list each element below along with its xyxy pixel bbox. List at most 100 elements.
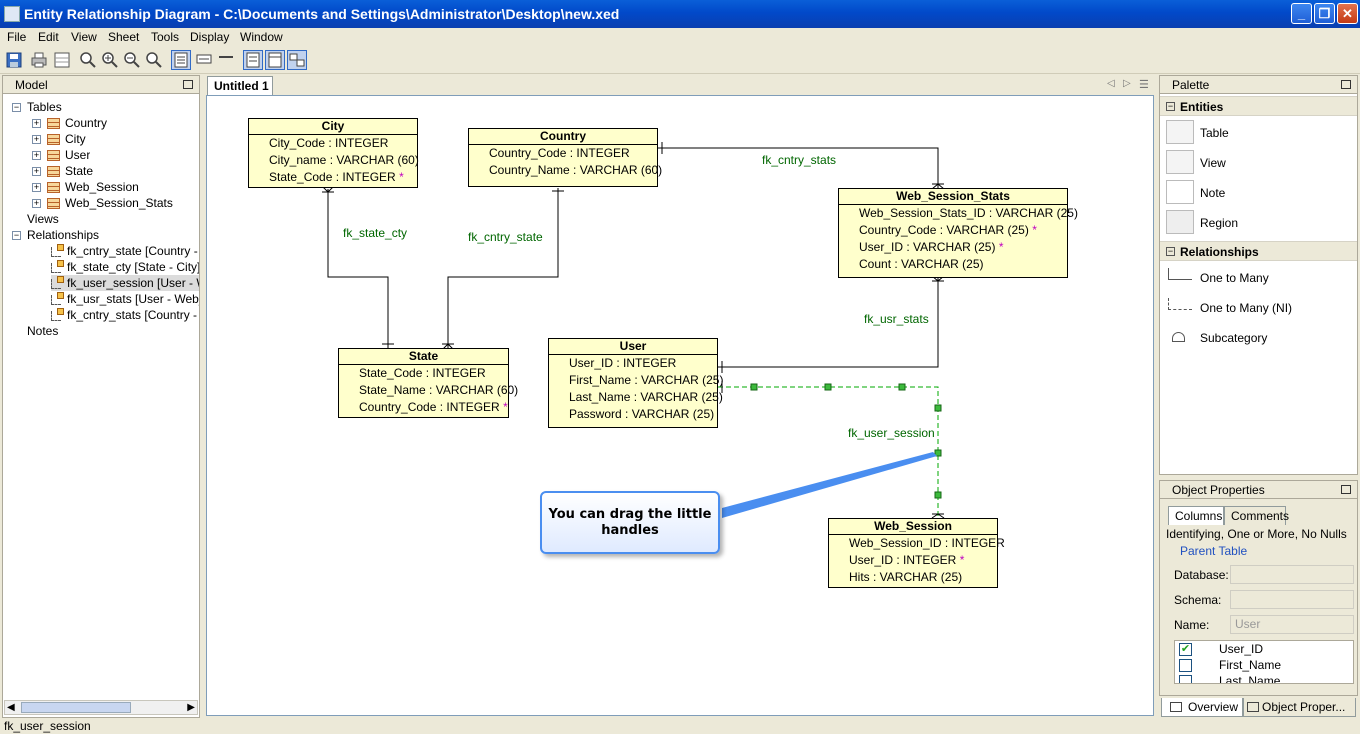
schema-field[interactable] — [1230, 590, 1354, 609]
zoom-actual-icon[interactable] — [144, 50, 164, 70]
restore-panel-icon[interactable] — [183, 80, 193, 89]
label-fk-user-session[interactable]: fk_user_session — [848, 426, 935, 440]
entity-country[interactable]: Country Country_Code : INTEGER Country_N… — [468, 128, 662, 187]
tree-rel-fk-usr-stats[interactable]: fk_usr_stats [User - Web_Se — [51, 291, 199, 307]
tree-notes[interactable]: Notes — [27, 324, 59, 338]
scroll-thumb[interactable] — [21, 702, 131, 713]
tree-table-web-session[interactable]: Web_Session — [47, 179, 139, 195]
palette-item-subcategory[interactable]: Subcategory — [1200, 331, 1268, 345]
menu-edit[interactable]: Edit — [38, 30, 59, 44]
menu-file[interactable]: File — [7, 30, 27, 44]
label-fk-cntry-stats[interactable]: fk_cntry_stats — [762, 153, 837, 167]
diagram-canvas[interactable]: City City_Code : INTEGER City_name : VAR… — [206, 95, 1154, 716]
tree-relationships[interactable]: Relationships — [27, 228, 100, 242]
region-tool-icon — [1166, 210, 1194, 234]
tree-rel-fk-cntry-state[interactable]: fk_cntry_state [Country - St — [51, 243, 199, 259]
restore-panel-icon[interactable] — [1341, 485, 1351, 494]
name-field[interactable]: User — [1230, 615, 1354, 634]
entity-title: Web_Session — [829, 519, 997, 535]
palette-group-entities[interactable]: −Entities — [1160, 96, 1357, 116]
palette-header: Palette — [1160, 76, 1357, 94]
entity-user[interactable]: User User_ID : INTEGER First_Name : VARC… — [548, 338, 724, 428]
expand-icon[interactable]: + — [32, 166, 41, 176]
label-fk-state-cty[interactable]: fk_state_cty — [343, 226, 408, 240]
collapse-icon[interactable]: − — [1166, 101, 1175, 111]
entity-city[interactable]: City City_Code : INTEGER City_name : VAR… — [248, 118, 419, 188]
collapse-icon[interactable]: − — [1166, 246, 1175, 256]
schema-label: Schema: — [1174, 593, 1222, 607]
entity-web-session[interactable]: Web_Session Web_Session_ID : INTEGER Use… — [828, 518, 1005, 588]
physical-view-icon[interactable] — [265, 50, 285, 70]
palette-item-table[interactable]: Table — [1200, 126, 1229, 140]
tree-table-country[interactable]: Country — [47, 115, 107, 131]
show-names-icon[interactable] — [216, 50, 236, 70]
tree-rel-fk-state-cty[interactable]: fk_state_cty [State - City] — [51, 259, 199, 275]
menu-display[interactable]: Display — [190, 30, 230, 44]
show-keys-icon[interactable] — [194, 50, 214, 70]
tree-table-web-session-stats[interactable]: Web_Session_Stats — [47, 195, 173, 211]
page-setup-icon[interactable] — [52, 50, 72, 70]
palette-item-one-to-many-ni[interactable]: One to Many (NI) — [1200, 301, 1293, 315]
menu-sheet[interactable]: Sheet — [108, 30, 140, 44]
database-field[interactable] — [1230, 565, 1354, 584]
collapse-icon[interactable]: − — [12, 102, 21, 112]
restore-panel-icon[interactable] — [1341, 80, 1351, 89]
menu-view[interactable]: View — [71, 30, 97, 44]
palette-item-region[interactable]: Region — [1200, 216, 1239, 230]
tree-rel-fk-cntry-stats[interactable]: fk_cntry_stats [Country - W — [51, 307, 199, 323]
scroll-right-icon[interactable]: ▶ — [187, 702, 195, 713]
palette-item-note[interactable]: Note — [1200, 186, 1226, 200]
maximize-button[interactable]: ❐ — [1314, 3, 1335, 24]
tab-columns[interactable]: Columns — [1168, 506, 1224, 525]
expand-icon[interactable]: + — [32, 182, 41, 192]
label-fk-usr-stats[interactable]: fk_usr_stats — [864, 312, 929, 326]
layout-icon[interactable] — [287, 50, 307, 70]
scroll-left-icon[interactable]: ◀ — [7, 702, 15, 713]
tab-comments[interactable]: Comments — [1224, 506, 1289, 525]
column-row: First_Name : VARCHAR (25) — [569, 373, 724, 387]
close-button[interactable]: ✕ — [1337, 3, 1358, 24]
tab-list-icon[interactable]: ☰ — [1139, 79, 1149, 91]
fk-marker: * — [503, 400, 508, 414]
save-icon[interactable] — [4, 50, 24, 70]
fk-marker: * — [959, 553, 965, 567]
table-icon — [47, 118, 60, 130]
tree-rel-fk-user-session[interactable]: fk_user_session [User - Web — [51, 275, 199, 291]
column-checkbox-first-name[interactable] — [1179, 659, 1192, 672]
expand-icon[interactable]: + — [32, 198, 41, 208]
menu-tools[interactable]: Tools — [151, 30, 180, 44]
tree-views[interactable]: Views — [27, 212, 59, 226]
zoom-out-icon[interactable] — [122, 50, 142, 70]
zoom-fit-icon[interactable] — [78, 50, 98, 70]
collapse-icon[interactable]: − — [12, 230, 21, 240]
expand-icon[interactable]: + — [32, 118, 41, 128]
expand-icon[interactable]: + — [32, 150, 41, 160]
logical-view-icon[interactable] — [243, 50, 263, 70]
show-columns-icon[interactable] — [171, 50, 191, 70]
entity-web-session-stats[interactable]: Web_Session_Stats Web_Session_Stats_ID :… — [838, 188, 1078, 278]
tab-overview[interactable]: Overview — [1161, 698, 1243, 717]
column-checkbox-last-name[interactable] — [1179, 675, 1192, 683]
palette-item-view[interactable]: View — [1200, 156, 1226, 170]
column-row: State_Name : VARCHAR (60) — [359, 383, 519, 397]
tree-table-state[interactable]: State — [47, 163, 93, 179]
tree-table-user[interactable]: User — [47, 147, 90, 163]
menu-window[interactable]: Window — [240, 30, 283, 44]
tab-next-icon[interactable]: ▷ — [1123, 78, 1131, 89]
expand-icon[interactable]: + — [32, 134, 41, 144]
column-checkbox-user-id[interactable]: ✔ — [1179, 643, 1192, 656]
minimize-button[interactable]: _ — [1291, 3, 1312, 24]
view-tool-icon — [1166, 150, 1194, 174]
print-icon[interactable] — [29, 50, 49, 70]
palette-group-relationships[interactable]: −Relationships — [1160, 241, 1357, 261]
zoom-in-icon[interactable] — [100, 50, 120, 70]
label-fk-cntry-state[interactable]: fk_cntry_state — [468, 230, 543, 244]
tree-tables[interactable]: Tables — [27, 100, 62, 114]
tab-untitled-1[interactable]: Untitled 1 — [207, 76, 273, 96]
entity-state[interactable]: State State_Code : INTEGER State_Name : … — [338, 348, 519, 418]
palette-item-one-to-many[interactable]: One to Many — [1200, 271, 1269, 285]
horizontal-scrollbar[interactable]: ◀ ▶ — [4, 700, 198, 715]
tree-table-city[interactable]: City — [47, 131, 86, 147]
tab-object-properties[interactable]: Object Proper... — [1243, 698, 1356, 717]
tab-prev-icon[interactable]: ◁ — [1107, 78, 1115, 89]
